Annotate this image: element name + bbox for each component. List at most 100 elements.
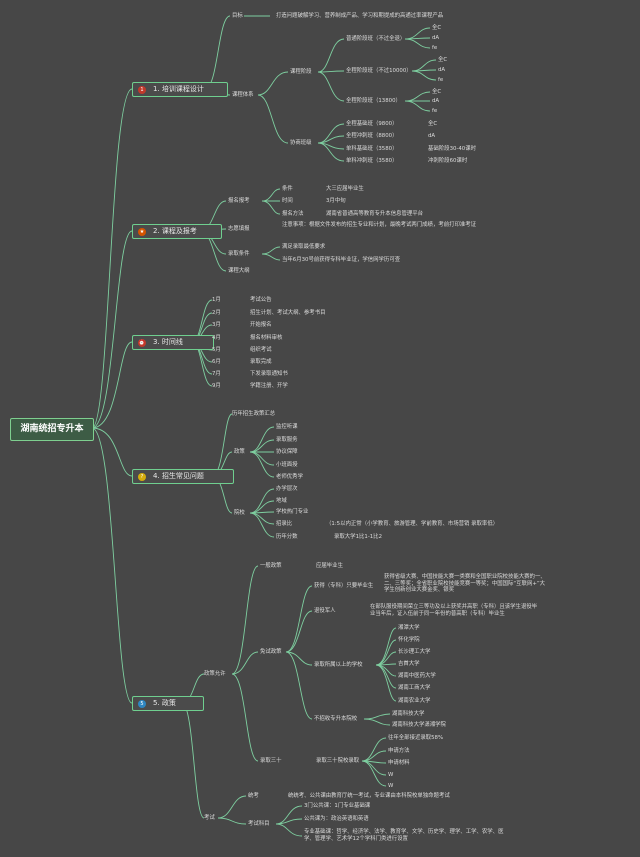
- school-name: 怀化学院: [398, 637, 420, 643]
- node-exam-subjects[interactable]: 考试科目: [248, 821, 270, 827]
- unified-exam-text: 统统考、公共课由教育厅统一考试，专业课由本科院校单独命题考试: [288, 793, 450, 799]
- month: 1月: [212, 297, 221, 303]
- node-policy[interactable]: 政策: [234, 449, 245, 455]
- cond-no-recruit[interactable]: 不招收专升本院校: [314, 716, 358, 722]
- month-event: 下发录取通知书: [250, 371, 288, 377]
- apply-key: 条件: [282, 186, 293, 192]
- month-event: 开始报名: [250, 322, 272, 328]
- node-goal[interactable]: 目标: [232, 13, 243, 19]
- sale-row-value: 基础阶段30-40课时: [428, 146, 477, 152]
- month-event: 报名材料审核: [250, 335, 283, 341]
- node-normal-policy[interactable]: 一般政策: [260, 563, 282, 569]
- month: 5月: [212, 347, 221, 353]
- month-event: 录取完成: [250, 359, 272, 365]
- leaf-item: 全C: [432, 25, 442, 31]
- month: 6月: [212, 359, 221, 365]
- admit-item: 当年6月30号前获得专科毕业证，学信网学历可查: [282, 257, 401, 263]
- school-name: 湖南农业大学: [398, 698, 431, 704]
- leaf-item: 全C: [438, 57, 448, 63]
- admit-item: W: [388, 772, 394, 778]
- node-unified-exam[interactable]: 统考: [248, 793, 259, 799]
- cond-veteran[interactable]: 退役军人: [314, 608, 336, 614]
- no-recruit-school: 湖南科技大学潇湘学院: [392, 722, 446, 728]
- sale-row-value: 冲刺阶段60课时: [428, 158, 468, 164]
- sale-row-name: 全程冲刺班（8800）: [346, 133, 398, 139]
- root-node[interactable]: 湖南统招专升本: [10, 418, 94, 441]
- leaf-item: fe: [432, 108, 438, 114]
- leaf-item: dA: [432, 35, 440, 41]
- apply-value: 3月中旬: [326, 198, 346, 204]
- school-name: 湖南中医药大学: [398, 673, 436, 679]
- node-syllabus[interactable]: 课程大纲: [228, 268, 250, 274]
- admit-thirty-label: 录取三十院校录取: [316, 758, 360, 764]
- node-full-class[interactable]: 全程阶段班（不过10000）: [346, 68, 412, 74]
- node-admit-thirty[interactable]: 录取三十: [260, 758, 282, 764]
- rate-value: 录取大学1比1-1比2: [334, 534, 383, 540]
- sale-row-name: 单科冲刺班（3580）: [346, 158, 398, 164]
- ratio-key: 招录比: [276, 521, 293, 527]
- month-event: 学籍注册、开学: [250, 383, 288, 389]
- admit-item: 申请材料: [388, 760, 410, 766]
- leaf-item: dA: [438, 67, 446, 73]
- apply-key: 报名方法: [282, 211, 304, 217]
- school-item: 办学层次: [276, 486, 298, 492]
- node-apply[interactable]: 报名报考: [228, 198, 250, 204]
- node-sale-class[interactable]: 协商班级: [290, 140, 312, 146]
- leaf-item: dA: [432, 98, 440, 104]
- section-label: 3. 时间线: [153, 338, 183, 346]
- section-course-apply[interactable]: ★ 2. 课程及报考: [132, 224, 222, 239]
- cond-schools[interactable]: 录取所属以上的学校: [314, 662, 363, 668]
- section-policy[interactable]: 5 5. 政策: [132, 696, 204, 711]
- admit-item: 满足录取最低要求: [282, 244, 326, 250]
- node-course-system[interactable]: 课程体系: [232, 92, 254, 98]
- school-item: 学校热门专业: [276, 509, 309, 515]
- node-policy-summary[interactable]: 历年招生政策汇总: [232, 411, 276, 417]
- ratio-value: （1:5以内正常（小学教育、旅游管理、学前教育、市场营销 录取率低）: [326, 521, 499, 527]
- section-faq[interactable]: ? 4. 招生常见问题: [132, 469, 234, 484]
- number-one-icon: 1: [138, 86, 146, 94]
- month: 9月: [212, 383, 221, 389]
- sale-row-name: 单科基础班（3580）: [346, 146, 398, 152]
- leaf-item: fe: [432, 45, 438, 51]
- school-item: 地域: [276, 498, 287, 504]
- node-exempt-policy[interactable]: 免试政策: [260, 649, 282, 655]
- month-event: 招生计划、考试大纲、参考书目: [250, 310, 326, 316]
- month: 2月: [212, 310, 221, 316]
- node-exam[interactable]: 考试: [204, 815, 215, 821]
- section-label: 4. 招生常见问题: [153, 472, 204, 480]
- subject-detail: 专业基础课：哲学、经济学、法学、教育学、文学、历史学、理学、工学、农学、医学、管…: [304, 829, 504, 842]
- school-name: 湖南工商大学: [398, 685, 431, 691]
- school-name: 长沙理工大学: [398, 649, 431, 655]
- apply-value: 大三应届毕业生: [326, 186, 364, 192]
- cond-veteran-text: 在部队服役期间荣立三等功及以上获奖并高职（专科）且该学生退役毕业当年后，证入伍前…: [370, 604, 538, 617]
- node-goal-text: 打造问题破解学习、营养制成产品、学习和期提成的高通过率课程产品: [276, 13, 444, 19]
- leaf-item: 全C: [432, 89, 442, 95]
- node-policy-allow[interactable]: 政策允许: [204, 671, 226, 677]
- cond-grad[interactable]: 获得（专科）只要毕业生: [314, 583, 374, 589]
- section-timeline[interactable]: ⏰ 3. 时间线: [132, 335, 214, 350]
- school-name: 吉首大学: [398, 661, 420, 667]
- policy-item: 老师优秀学: [276, 474, 303, 480]
- section-course-design[interactable]: 1 1. 培训课程设计: [132, 82, 228, 97]
- node-volunteer[interactable]: 志愿填报: [228, 226, 250, 232]
- number-five-icon: 5: [138, 700, 146, 708]
- policy-item: 录取服务: [276, 437, 298, 443]
- subject-item: 公共课为：政治英语和英语: [304, 816, 369, 822]
- clock-icon: ⏰: [138, 339, 146, 347]
- volunteer-text: 注意事项：根据文件发布的招生专业和计划，最晚考试两门成绩，考前打印准考证: [282, 222, 477, 228]
- node-vip-class[interactable]: 全程阶段班（13800）: [346, 98, 401, 104]
- month: 7月: [212, 371, 221, 377]
- sale-row-value: 全C: [428, 121, 438, 127]
- policy-item: 监控听课: [276, 424, 298, 430]
- star-icon: ★: [138, 228, 146, 236]
- node-admit[interactable]: 录取条件: [228, 251, 250, 257]
- month-event: 考试公告: [250, 297, 272, 303]
- no-recruit-school: 湖南科技大学: [392, 711, 425, 717]
- node-course-ladder[interactable]: 课程阶段: [290, 69, 312, 75]
- admit-item: 申请方法: [388, 748, 410, 754]
- node-basic-class[interactable]: 普通阶段班（不过全退）: [346, 36, 406, 42]
- section-label: 5. 政策: [153, 699, 176, 707]
- node-school[interactable]: 院校: [234, 510, 245, 516]
- section-label: 2. 课程及报考: [153, 227, 197, 235]
